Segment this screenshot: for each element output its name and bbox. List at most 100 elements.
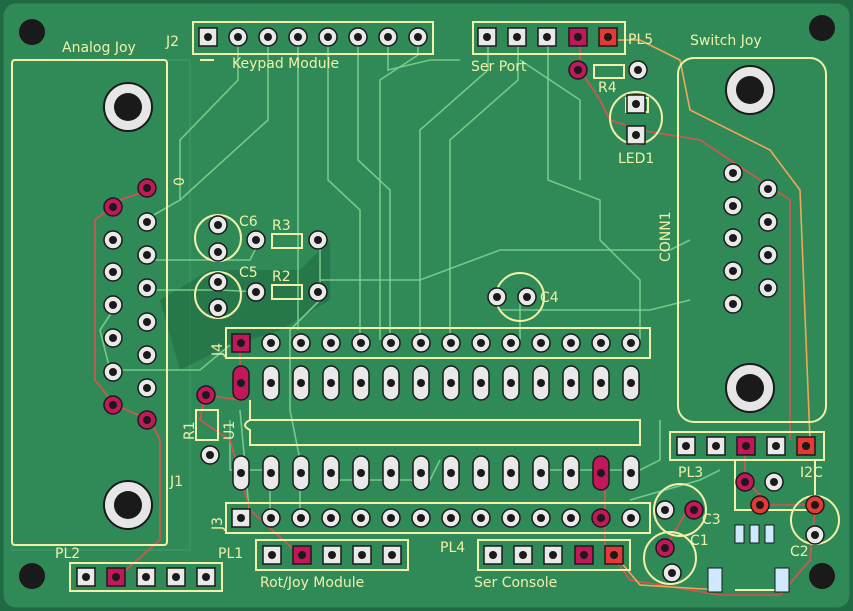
u1-pad-bottom-drill	[237, 469, 245, 477]
c5-pad-drill	[214, 278, 222, 286]
analog-joy-pad-drill	[109, 301, 117, 309]
conn1-pad-drill	[764, 218, 772, 226]
pl3-pad-drill	[742, 442, 750, 450]
label-pl3: PL3	[678, 465, 703, 481]
analog-joy-pad-drill	[143, 351, 151, 359]
label-i2c: I2C	[800, 465, 823, 481]
u1-pad-top-drill	[357, 379, 365, 387]
j4-pad-drill	[267, 339, 275, 347]
pl2-pad-drill	[202, 573, 210, 581]
j3-pad-drill	[567, 514, 575, 522]
j2-pad-drill	[264, 33, 272, 41]
label-c2: C2	[790, 544, 809, 560]
ser-port-pad-drill	[543, 33, 551, 41]
j3-pad-drill	[627, 514, 635, 522]
reg-pad-drill	[756, 501, 764, 509]
j4-pad-drill	[477, 339, 485, 347]
j2-pad-drill	[354, 33, 362, 41]
j4-pad-drill	[627, 339, 635, 347]
corner-hole-tl	[19, 19, 45, 45]
u1-pad-bottom-drill	[417, 469, 425, 477]
analog-joy-pad-drill	[109, 401, 117, 409]
conn1-pad-drill	[729, 300, 737, 308]
label-keypad-module: Keypad Module	[232, 56, 339, 72]
corner-hole-br	[809, 563, 835, 589]
j2-pad-drill	[414, 33, 422, 41]
u1-pad-top-drill	[237, 379, 245, 387]
c3-outline	[653, 483, 707, 537]
analog-joy-pad-drill	[143, 384, 151, 392]
u1-pad-bottom-drill	[627, 469, 635, 477]
u1-pad-top-drill	[507, 379, 515, 387]
label-c5: C5	[239, 265, 258, 281]
conn1-pad-drill	[764, 185, 772, 193]
pl2-pad-drill	[112, 573, 120, 581]
j3-pad-drill	[507, 514, 515, 522]
ser-port-pad-drill	[483, 33, 491, 41]
c6-pad-drill	[214, 221, 222, 229]
u1-pad-top-drill	[297, 379, 305, 387]
j3-pad-drill	[357, 514, 365, 522]
r2-body	[271, 284, 303, 300]
pl2-pad-drill	[142, 573, 150, 581]
j3-pad-drill	[387, 514, 395, 522]
j4-pad-drill	[387, 339, 395, 347]
label-conn1: CONN1	[658, 211, 674, 262]
label-ser-console: Ser Console	[474, 575, 557, 591]
r3-pad-drill	[252, 236, 260, 244]
u1-pad-bottom-drill	[507, 469, 515, 477]
j3-pad-drill	[477, 514, 485, 522]
c3-pad-drill	[661, 506, 669, 514]
pl4-pad-drill	[519, 551, 527, 559]
j2-pad-drill	[384, 33, 392, 41]
c4-pad-drill	[493, 293, 501, 301]
pl4-pad-drill	[610, 551, 618, 559]
analog-joy-pad-drill	[109, 236, 117, 244]
u1-pad-bottom-drill	[597, 469, 605, 477]
j3-pad-drill	[297, 514, 305, 522]
mounting-holes	[19, 15, 835, 589]
switch-joy-outline	[677, 57, 827, 423]
pl1-pad-drill	[358, 551, 366, 559]
via-pad-drill	[574, 66, 582, 74]
label-j3: J3	[210, 517, 226, 531]
regulator-outline	[734, 459, 816, 511]
analog-joy-pad-drill	[143, 416, 151, 424]
c5-outline	[194, 271, 242, 319]
reg-pad-drill	[741, 478, 749, 486]
c1-pad-drill	[668, 569, 676, 577]
pl4-pad-drill	[580, 551, 588, 559]
copper-pour	[160, 240, 330, 370]
c4-pad-drill	[523, 293, 531, 301]
led1-pad-drill	[632, 131, 640, 139]
j4-pad-drill	[567, 339, 575, 347]
c3-pad-drill	[690, 506, 698, 514]
j4-pad-drill	[507, 339, 515, 347]
label-r1: R1	[182, 421, 198, 440]
label-c3: C3	[702, 512, 721, 528]
j3-pad-drill	[597, 514, 605, 522]
j2-pad-drill	[294, 33, 302, 41]
pl2-outline	[69, 562, 223, 592]
label-rot-joy-module: Rot/Joy Module	[260, 575, 364, 591]
analog-joy-pad-drill	[109, 268, 117, 276]
u1-pad-bottom-drill	[357, 469, 365, 477]
analog-joy-pad-drill	[109, 368, 117, 376]
analog-joy-outline	[11, 59, 168, 546]
u1-pad-top-drill	[567, 379, 575, 387]
pl4-pad-drill	[489, 551, 497, 559]
u1-pad-bottom-drill	[327, 469, 335, 477]
label-j1: J1	[169, 474, 183, 490]
label-c1: C1	[690, 533, 709, 549]
analog-joy-pad-drill	[109, 334, 117, 342]
u1-pad-top-drill	[447, 379, 455, 387]
j3-pad-drill	[537, 514, 545, 522]
u1-pad-bottom-drill	[477, 469, 485, 477]
r1-pad-drill	[206, 451, 214, 459]
j4-pad-drill	[537, 339, 545, 347]
ser-port-pad-drill	[513, 33, 521, 41]
j4-pad-drill	[447, 339, 455, 347]
u1-pad-top-drill	[327, 379, 335, 387]
u1-pad-bottom-drill	[387, 469, 395, 477]
u1-pad-bottom-drill	[447, 469, 455, 477]
